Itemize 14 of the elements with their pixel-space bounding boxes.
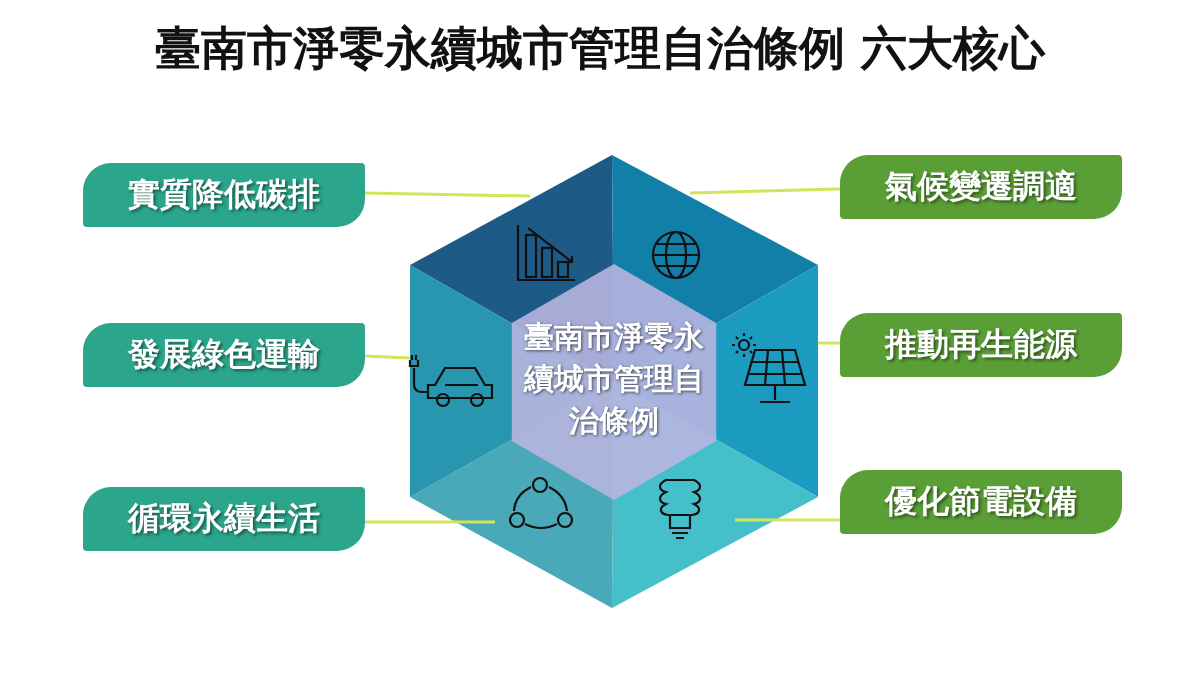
leader-line	[735, 518, 840, 522]
center-title: 臺南市淨零永續城市管理自治條例	[519, 316, 709, 442]
leader-line	[364, 191, 531, 198]
label-tab: 推動再生能源	[840, 313, 1122, 377]
leader-line	[365, 520, 495, 524]
label-tab: 優化節電設備	[840, 470, 1122, 534]
label-tab: 發展綠色運輸	[83, 323, 365, 387]
leader-line	[689, 187, 841, 195]
leader-line	[818, 341, 840, 345]
label-tab: 實質降低碳排	[83, 163, 365, 227]
label-tab: 循環永續生活	[83, 487, 365, 551]
leader-line	[364, 354, 411, 360]
title: 臺南市淨零永續城市管理自治條例 六大核心	[154, 20, 1047, 77]
label-tab: 氣候變遷調適	[840, 155, 1122, 219]
